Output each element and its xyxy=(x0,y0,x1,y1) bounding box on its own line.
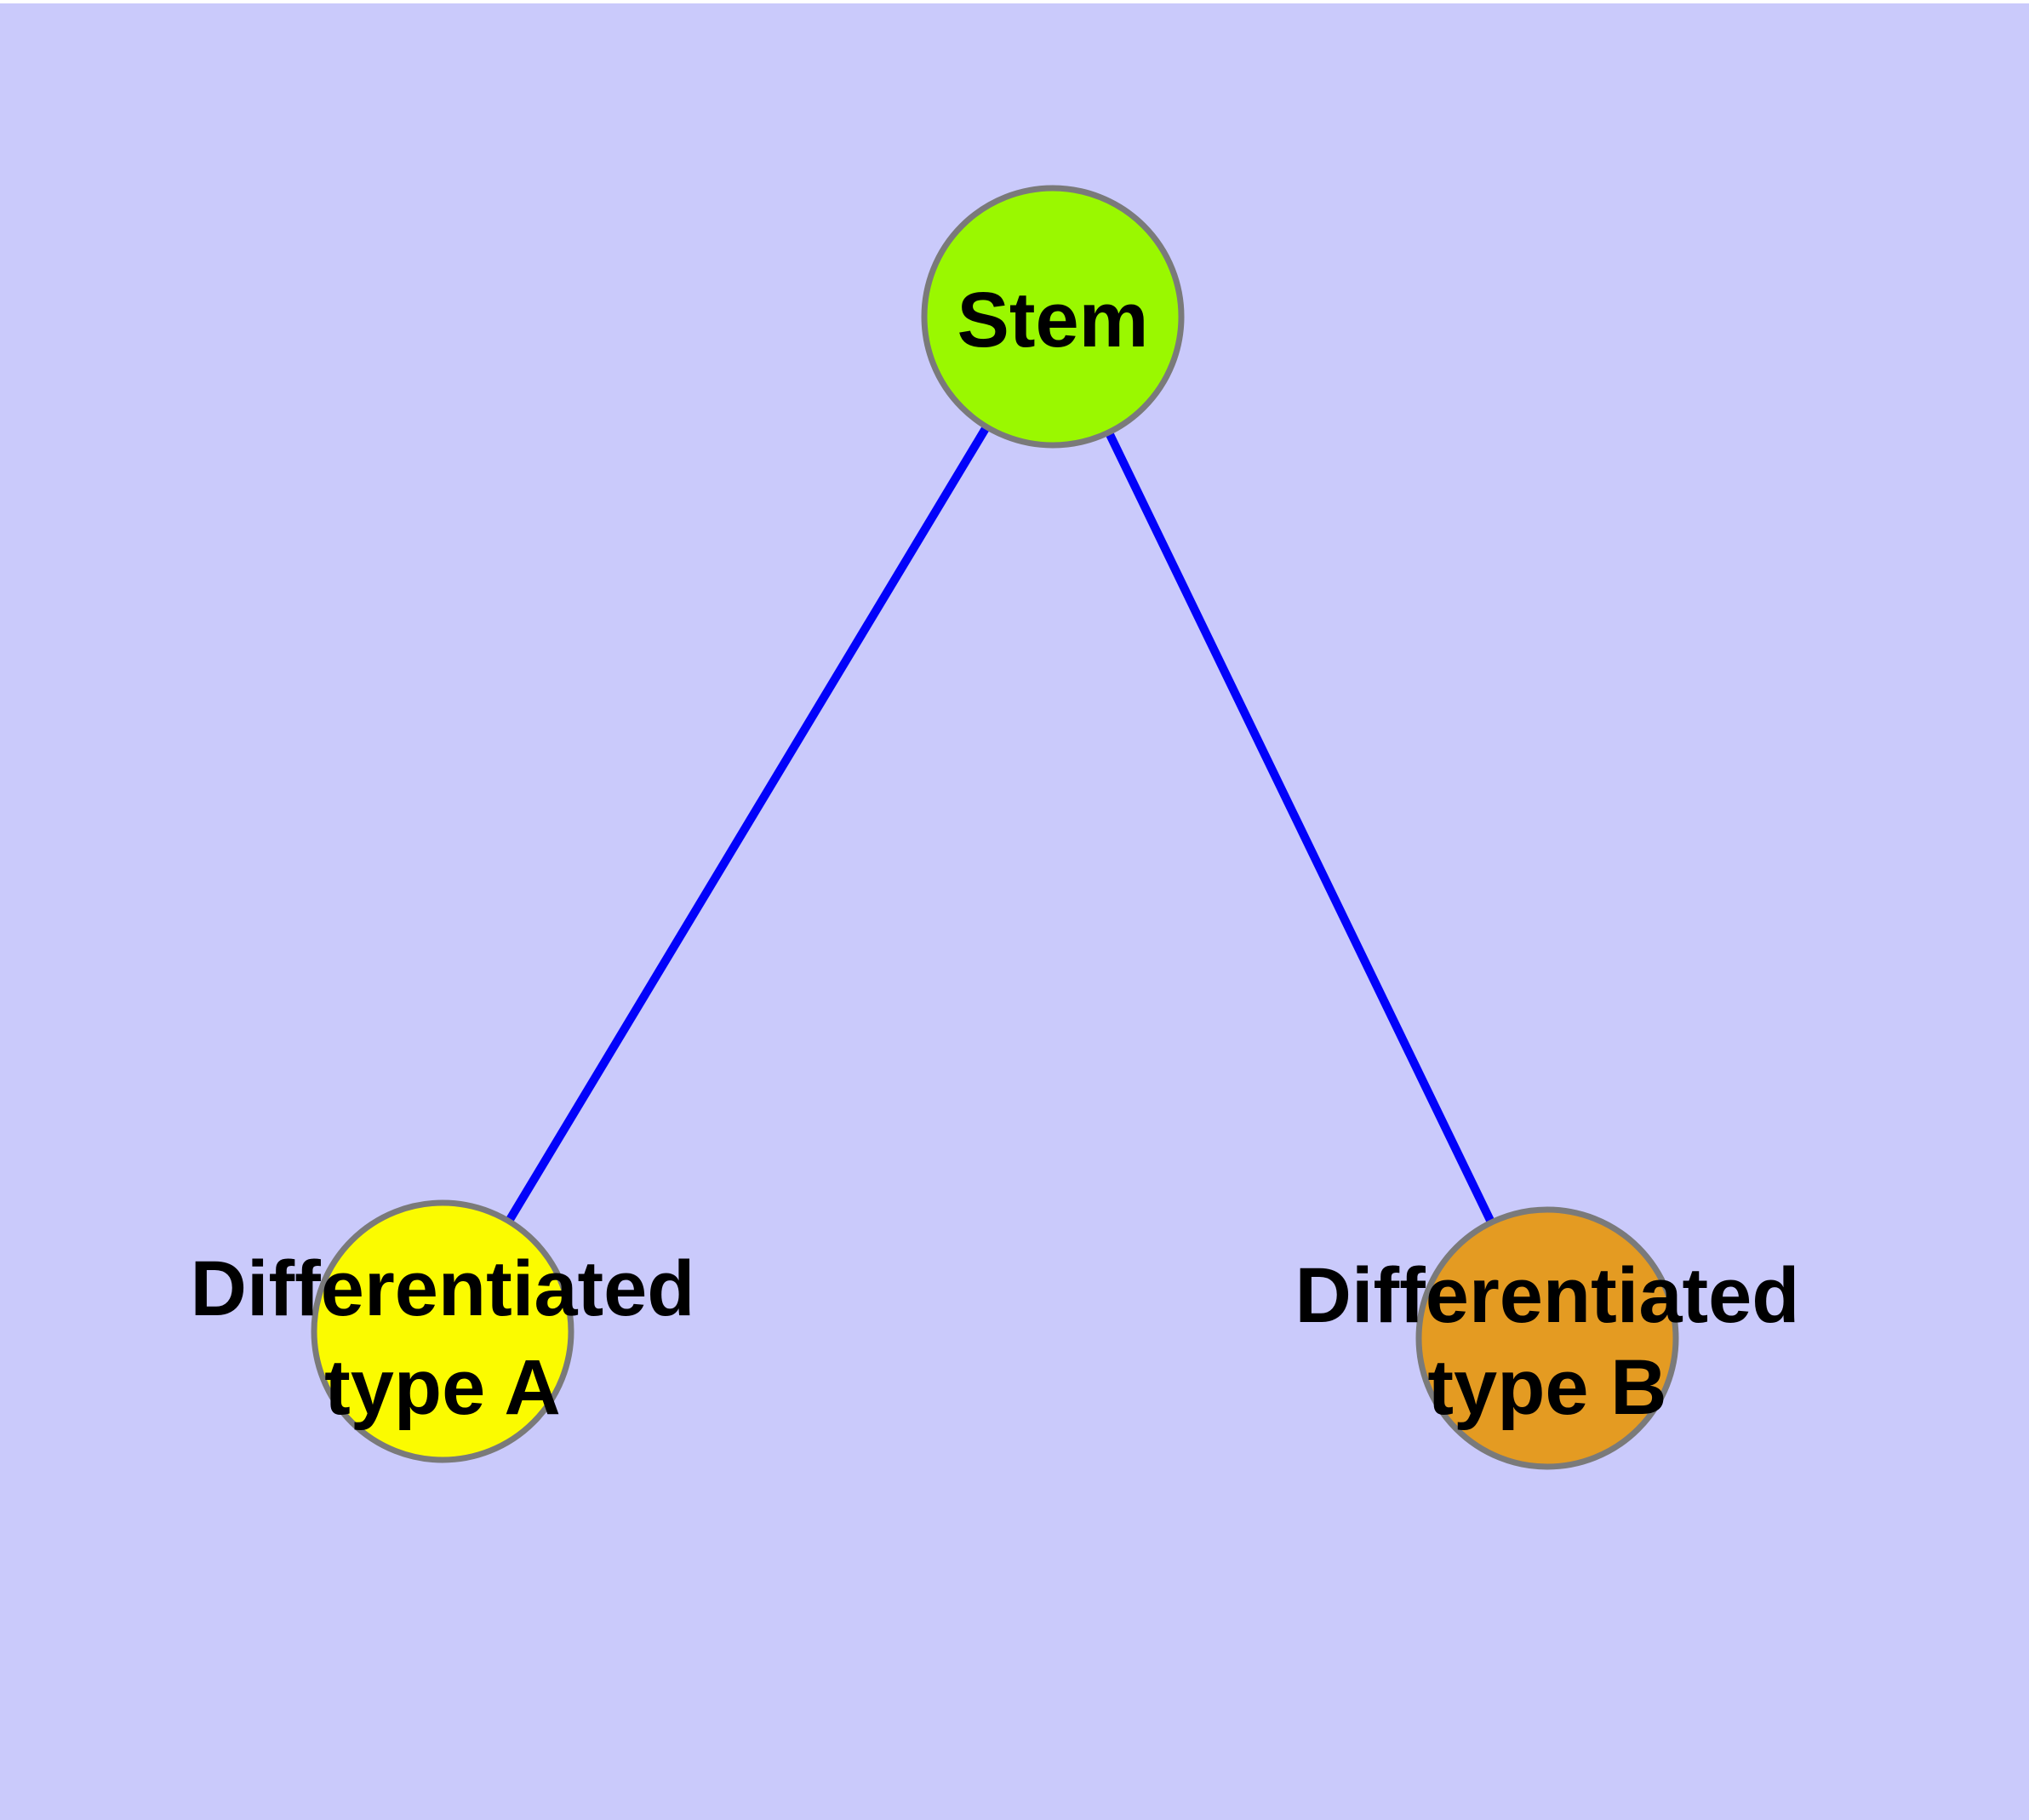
edge-stem-to-type-a xyxy=(438,314,1057,1334)
node-stem-circle xyxy=(921,185,1185,449)
node-differentiated-type-a-circle xyxy=(311,1199,574,1463)
node-differentiated-type-a-label-line1: Differentiated xyxy=(191,1245,695,1332)
node-differentiated-type-b-circle xyxy=(1415,1206,1679,1470)
node-stem-label: Stem xyxy=(957,277,1149,363)
node-differentiated-type-a-label-line2: type A xyxy=(324,1344,561,1431)
node-differentiated-type-b-label-line1: Differentiated xyxy=(1295,1252,1800,1339)
node-differentiated-type-b-label-line2: type B xyxy=(1427,1344,1666,1431)
edge-stem-to-type-b xyxy=(1049,314,1552,1341)
